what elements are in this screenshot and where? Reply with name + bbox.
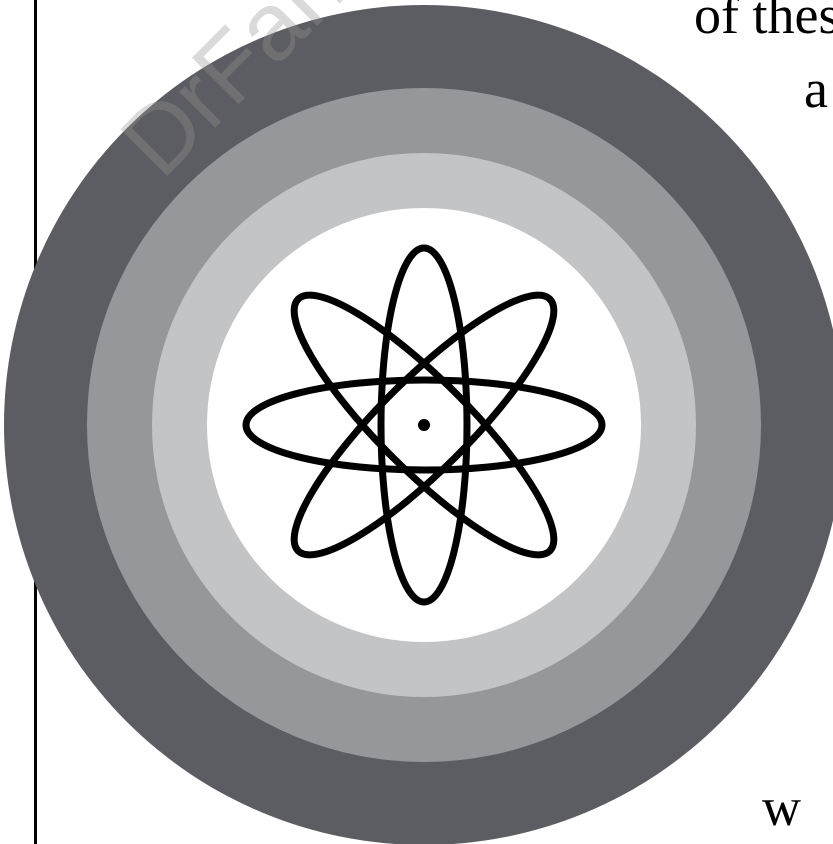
text-fragment-top-right: of thes bbox=[694, 0, 833, 42]
text-fragment-bottom-right: w bbox=[762, 780, 801, 834]
text-fragment-right-letter: a bbox=[804, 62, 828, 116]
nucleus bbox=[418, 419, 430, 431]
